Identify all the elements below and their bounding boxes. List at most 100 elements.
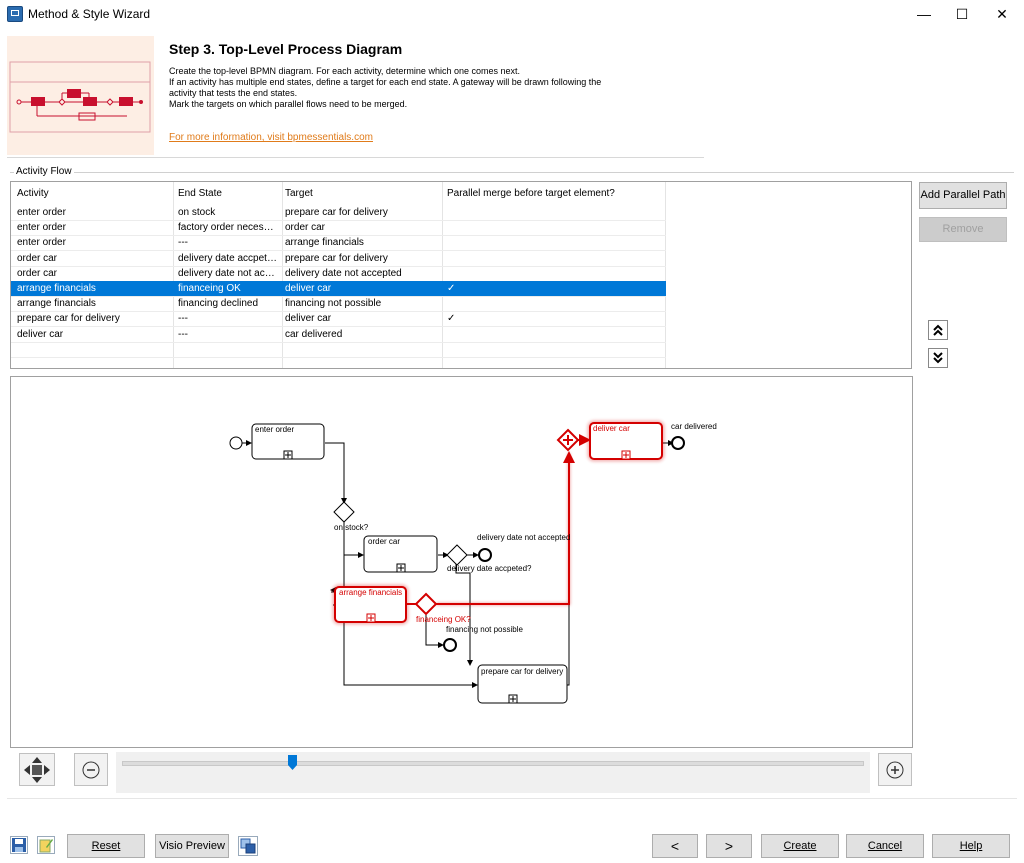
cell-target[interactable]: prepare car for delivery [285, 207, 388, 218]
move-up-button[interactable] [928, 320, 948, 340]
step-description: Create the top-level BPMN diagram. For e… [169, 66, 602, 109]
move-down-button[interactable] [928, 348, 948, 368]
label-delivery-not-accepted: delivery date not accepted [477, 533, 570, 542]
zoom-slider-thumb[interactable] [288, 755, 298, 770]
close-button[interactable]: ✕ [996, 6, 1008, 22]
move-arrows-icon [24, 757, 50, 783]
zoom-out-icon [82, 761, 100, 779]
task-prepare-car: prepare car for delivery [481, 667, 563, 676]
cell-end-state[interactable]: factory order necessary [178, 222, 278, 233]
cell-target[interactable]: financing not possible [285, 298, 382, 309]
cell-activity[interactable]: enter order [17, 237, 66, 248]
double-chevron-up-icon [933, 324, 943, 336]
column-header-target[interactable]: Target [285, 188, 313, 199]
cell-activity[interactable]: deliver car [17, 329, 64, 340]
task-deliver-car: deliver car [593, 424, 630, 433]
cell-target[interactable]: deliver car [285, 313, 332, 324]
cell-end-state[interactable]: --- [178, 313, 188, 324]
table-row[interactable]: prepare car for delivery --- deliver car ✓ [11, 311, 666, 326]
cell-activity[interactable]: enter order [17, 222, 66, 233]
step-title: Step 3. Top-Level Process Diagram [169, 41, 403, 57]
edit-button[interactable] [37, 836, 55, 854]
visio-preview-button[interactable]: Visio Preview [155, 834, 229, 858]
cell-parallel-merge[interactable] [447, 220, 647, 235]
cell-end-state[interactable]: financing declined [178, 298, 259, 309]
process-diagram-canvas[interactable]: enter order order car arrange financials… [10, 376, 913, 748]
cell-parallel-merge[interactable] [447, 266, 647, 281]
back-button[interactable]: < [652, 834, 698, 858]
cell-end-state[interactable]: --- [178, 329, 188, 340]
cell-parallel-merge[interactable]: ✓ [447, 313, 456, 324]
table-row[interactable]: enter order on stock prepare car for deliv… [11, 205, 666, 220]
zoom-in-button[interactable] [878, 753, 912, 786]
zoom-slider-area [116, 752, 870, 793]
table-row[interactable]: deliver car --- car delivered [11, 327, 666, 342]
cell-target[interactable]: prepare car for delivery [285, 253, 388, 264]
column-header-activity[interactable]: Activity [17, 188, 49, 199]
table-row[interactable]: enter order --- arrange financials [11, 235, 666, 250]
table-row[interactable]: arrange financials financeing OK deliver c… [11, 281, 666, 296]
zoom-slider-track[interactable] [122, 761, 864, 766]
cell-parallel-merge[interactable] [447, 251, 647, 266]
pan-button[interactable] [19, 753, 55, 786]
table-row[interactable]: order car delivery date not accepted deliv… [11, 266, 666, 281]
group-border [10, 172, 1014, 173]
create-button[interactable]: Create [761, 834, 839, 858]
label-car-delivered: car delivered [671, 422, 717, 431]
add-parallel-path-button[interactable]: Add Parallel Path [919, 182, 1007, 209]
cell-activity[interactable]: order car [17, 268, 58, 279]
cell-target[interactable]: order car [285, 222, 326, 233]
export-button[interactable] [238, 836, 258, 856]
title-bar: Method & Style Wizard — ☐ ✕ [0, 0, 1024, 28]
table-row[interactable]: order car delivery date accpeted prepare c… [11, 251, 666, 266]
cell-parallel-merge[interactable] [447, 205, 647, 220]
reset-button[interactable]: Reset [67, 834, 145, 858]
cell-target[interactable]: car delivered [285, 329, 343, 340]
next-button[interactable]: > [706, 834, 752, 858]
table-row[interactable]: enter order factory order necessary order … [11, 220, 666, 235]
label-on-stock: on stock? [334, 523, 369, 532]
label-financing-not-possible: financing not possible [446, 625, 523, 634]
maximize-button[interactable]: ☐ [955, 6, 969, 22]
cell-target[interactable]: arrange financials [285, 237, 364, 248]
column-header-parallel-merge[interactable]: Parallel merge before target element? [447, 188, 615, 199]
label-financing-ok: financeing OK? [416, 615, 471, 624]
cell-activity[interactable]: enter order [17, 207, 66, 218]
cell-end-state[interactable]: financeing OK [178, 283, 241, 294]
cell-activity[interactable]: arrange financials [17, 283, 96, 294]
save-button[interactable] [10, 836, 28, 854]
cancel-button[interactable]: Cancel [846, 834, 924, 858]
floppy-disk-icon [12, 838, 26, 852]
cell-end-state[interactable]: delivery date not accepted [178, 268, 278, 279]
cell-target[interactable]: delivery date not accepted [285, 268, 402, 279]
cell-activity[interactable]: order car [17, 253, 58, 264]
activity-flow-table[interactable]: Activity End State Target Parallel merge… [10, 181, 912, 369]
minimize-button[interactable]: — [917, 6, 931, 22]
task-arrange-financials: arrange financials [339, 588, 402, 597]
label-delivery-accepted: delivery date accpeted? [447, 564, 532, 573]
cell-activity[interactable]: arrange financials [17, 298, 96, 309]
zoom-out-button[interactable] [74, 753, 108, 786]
app-icon [7, 6, 23, 22]
cell-parallel-merge[interactable]: ✓ [447, 283, 456, 294]
info-link[interactable]: For more information, visit bpmessential… [169, 132, 373, 143]
zoom-in-icon [886, 761, 904, 779]
step-illustration [7, 36, 154, 155]
cell-target[interactable]: deliver car [285, 283, 332, 294]
cell-end-state[interactable]: delivery date accpeted [178, 253, 278, 264]
column-header-end-state[interactable]: End State [178, 188, 222, 199]
double-chevron-down-icon [933, 352, 943, 364]
cell-parallel-merge[interactable] [447, 235, 647, 250]
help-button[interactable]: Help [932, 834, 1010, 858]
cell-end-state[interactable]: --- [178, 237, 188, 248]
cell-parallel-merge[interactable] [447, 296, 647, 311]
remove-button[interactable]: Remove [919, 217, 1007, 242]
cell-activity[interactable]: prepare car for delivery [17, 313, 120, 324]
edit-document-icon [39, 839, 53, 853]
copy-icon [240, 838, 256, 854]
table-row[interactable]: arrange financials financing declined fina… [11, 296, 666, 311]
activity-flow-label: Activity Flow [14, 166, 74, 177]
cell-parallel-merge[interactable] [447, 327, 647, 342]
cell-end-state[interactable]: on stock [178, 207, 216, 218]
window-title: Method & Style Wizard [28, 7, 151, 21]
